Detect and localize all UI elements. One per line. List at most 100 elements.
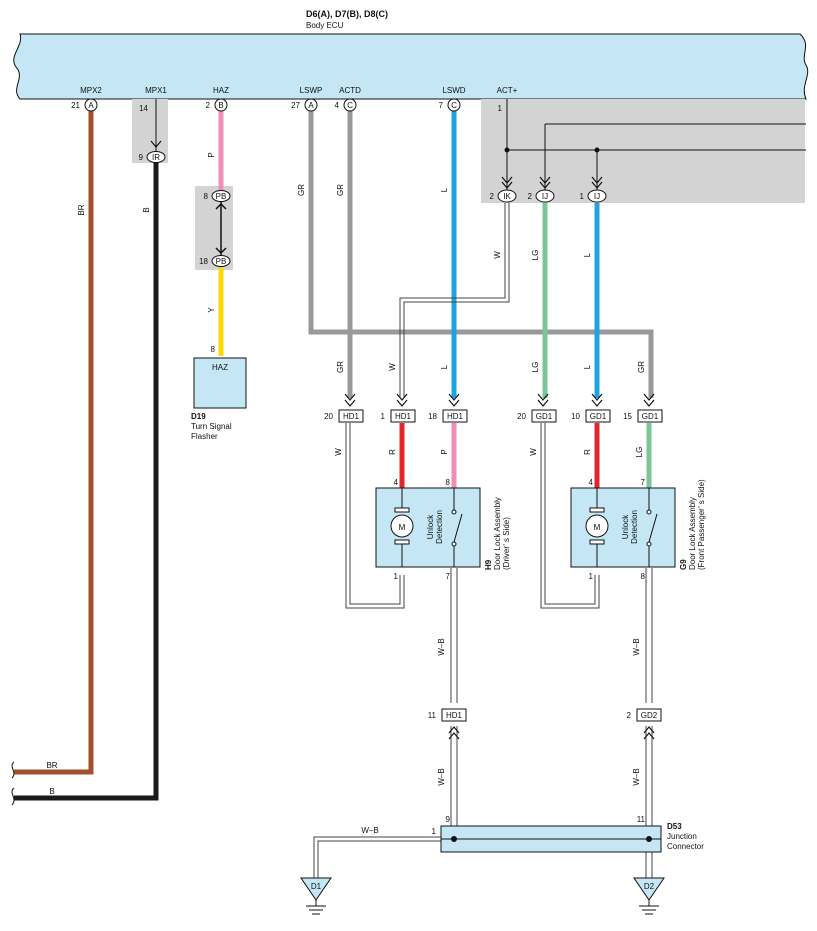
wc-r-drv: R bbox=[388, 449, 397, 455]
wc-w-ik: W bbox=[493, 251, 502, 259]
flasher-name-2: Flasher bbox=[191, 432, 218, 441]
wc-gr-actd: GR bbox=[336, 184, 345, 196]
svg-text:18: 18 bbox=[428, 412, 437, 421]
wc-br-bottom: BR bbox=[46, 761, 57, 770]
door-driver-name-2: (Driver’ s Side) bbox=[502, 517, 511, 570]
svg-text:HAZ: HAZ bbox=[212, 363, 228, 372]
svg-text:C: C bbox=[347, 101, 353, 110]
svg-text:IJ: IJ bbox=[542, 192, 548, 201]
junction-ir: IR 9 bbox=[139, 140, 166, 163]
gd1-connector-1: GD1 20 bbox=[517, 393, 557, 423]
svg-text:A: A bbox=[308, 101, 314, 110]
svg-text:A: A bbox=[88, 101, 94, 110]
door-pass-name-1: Door Lock Assembly bbox=[688, 497, 697, 570]
bus-dot-1 bbox=[504, 147, 510, 153]
svg-text:HD1: HD1 bbox=[343, 412, 360, 421]
door-pass-name-2: (Front Passenger’ s Side) bbox=[697, 479, 706, 570]
body-ecu-block bbox=[13, 33, 809, 100]
svg-text:D2: D2 bbox=[644, 882, 655, 891]
svg-text:PB: PB bbox=[216, 192, 227, 201]
ecu-name: Body ECU bbox=[306, 21, 344, 30]
svg-text:2: 2 bbox=[490, 192, 495, 201]
wc-p-drv: P bbox=[440, 449, 449, 454]
svg-text:1: 1 bbox=[580, 192, 585, 201]
wc-wb-drv-2: W–B bbox=[437, 768, 446, 785]
svg-text:HD1: HD1 bbox=[446, 711, 463, 720]
wire-wb-drv bbox=[450, 568, 458, 826]
wire-d2 bbox=[645, 852, 653, 878]
wire-wb-ground bbox=[313, 836, 441, 878]
ecu-code: D6(A), D7(B), D8(C) bbox=[306, 9, 388, 19]
svg-text:GD2: GD2 bbox=[641, 711, 658, 720]
wc-wb-ground: W–B bbox=[361, 826, 378, 835]
svg-text:GD1: GD1 bbox=[590, 412, 607, 421]
wc-l-hd1: L bbox=[440, 364, 449, 369]
svg-text:2: 2 bbox=[627, 711, 632, 720]
shade-right bbox=[481, 99, 805, 203]
sig-lswp: LSWP bbox=[300, 86, 323, 95]
terminal-mpx1-pin: 14 bbox=[139, 104, 148, 113]
svg-text:Detection: Detection bbox=[435, 510, 444, 544]
svg-text:20: 20 bbox=[324, 412, 333, 421]
bus-top bbox=[544, 123, 806, 190]
hd1-connector-bottom: HD1 11 bbox=[428, 708, 467, 740]
break-mark-b bbox=[11, 787, 15, 806]
wc-gr-lswp: GR bbox=[297, 184, 306, 196]
door-pass-code: G9 bbox=[679, 559, 688, 570]
svg-text:1: 1 bbox=[589, 572, 594, 581]
junction-connector-d53: 9 11 1 bbox=[432, 815, 662, 853]
svg-text:4: 4 bbox=[335, 101, 340, 110]
svg-text:1: 1 bbox=[381, 412, 386, 421]
sig-mpx1: MPX1 bbox=[145, 86, 167, 95]
wire-mpx2 bbox=[14, 111, 94, 775]
wire-b bbox=[14, 163, 159, 801]
svg-text:10: 10 bbox=[571, 412, 580, 421]
break-mark-br bbox=[11, 761, 15, 779]
svg-text:M: M bbox=[594, 523, 601, 532]
wc-gr-gd1: GR bbox=[637, 361, 646, 373]
wire-wb-pass bbox=[645, 568, 653, 826]
wc-l-ij: L bbox=[583, 252, 592, 257]
ground-d2: D2 bbox=[633, 877, 665, 915]
wc-w-drv: W bbox=[334, 448, 343, 456]
wc-w-hd1: W bbox=[388, 363, 397, 371]
junction-pb-top: PB 8 bbox=[204, 190, 231, 210]
wc-wb-drv-1: W–B bbox=[437, 638, 446, 655]
wire-ik-w bbox=[399, 203, 510, 398]
junction-ij-1: IJ 2 bbox=[528, 176, 555, 203]
wc-lg-pass: LG bbox=[635, 447, 644, 458]
svg-text:8: 8 bbox=[204, 192, 209, 201]
gd2-connector-bottom: GD2 2 bbox=[627, 708, 662, 740]
svg-text:7: 7 bbox=[446, 572, 451, 581]
flasher-name-1: Turn Signal bbox=[191, 422, 232, 431]
wc-r-pass: R bbox=[583, 449, 592, 455]
svg-text:IJ: IJ bbox=[594, 192, 600, 201]
svg-text:M: M bbox=[399, 523, 406, 532]
junction-pb-bottom: PB 18 bbox=[199, 247, 231, 267]
svg-text:15: 15 bbox=[623, 412, 632, 421]
wire-hd1-w bbox=[345, 423, 405, 609]
svg-text:D1: D1 bbox=[311, 882, 322, 891]
ground-d1: D1 bbox=[300, 877, 332, 915]
wc-wb-pass-2: W–B bbox=[632, 768, 641, 785]
terminal-haz: B 2 bbox=[206, 98, 228, 112]
jc-name-2: Connector bbox=[667, 842, 704, 851]
wc-l-gd1: L bbox=[583, 364, 592, 369]
sig-lswd: LSWD bbox=[442, 86, 465, 95]
junction-ik: IK 2 bbox=[490, 176, 517, 203]
sig-actd: ACTD bbox=[339, 86, 361, 95]
sig-mpx2: MPX2 bbox=[80, 86, 102, 95]
gd1-connector-2: GD1 10 bbox=[571, 393, 611, 423]
svg-text:8: 8 bbox=[446, 478, 451, 487]
svg-text:HD1: HD1 bbox=[447, 412, 464, 421]
svg-text:4: 4 bbox=[589, 478, 594, 487]
terminal-lswp: A 27 bbox=[291, 98, 318, 112]
svg-text:1: 1 bbox=[432, 827, 437, 836]
hd1-connector-1: HD1 20 bbox=[324, 393, 364, 423]
svg-text:IK: IK bbox=[503, 192, 511, 201]
sig-actp: ACT+ bbox=[497, 86, 518, 95]
terminal-actd: C 4 bbox=[335, 98, 357, 112]
svg-text:7: 7 bbox=[439, 101, 444, 110]
svg-text:C: C bbox=[451, 101, 457, 110]
door-driver-name-1: Door Lock Assembly bbox=[493, 497, 502, 570]
